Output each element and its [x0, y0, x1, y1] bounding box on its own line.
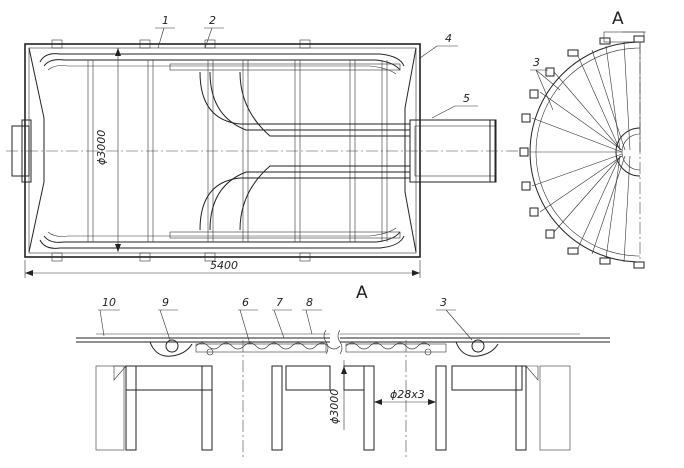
- callout-9: 9: [162, 296, 169, 309]
- tube-left: [165, 339, 179, 353]
- casing-outline: [24, 43, 421, 258]
- corrugated-strip-left: [195, 342, 341, 350]
- radial-tubes: [530, 41, 641, 263]
- view-label-a-bottom: A: [356, 283, 368, 303]
- callout-2: 2: [209, 14, 216, 27]
- callout-5: 5: [463, 92, 470, 105]
- callout-1: 1: [162, 14, 169, 27]
- callout-10: 10: [102, 296, 116, 309]
- callout-3-top: 3: [533, 56, 540, 69]
- support-members: [95, 365, 571, 451]
- dimension-diameter-main: ϕ3000: [95, 130, 108, 165]
- dimension-diameter-section: ϕ3000: [328, 389, 341, 424]
- callout-3-bottom: 3: [440, 296, 447, 309]
- callout-7: 7: [276, 296, 283, 309]
- dimension-tube-spec: ϕ28x3: [390, 388, 425, 401]
- callout-4: 4: [445, 32, 452, 45]
- dimension-length: 5400: [210, 259, 238, 272]
- section-view: A: [76, 283, 610, 460]
- end-view-a: A: [519, 9, 646, 269]
- main-side-view: ϕ3000 5400 1 2 4 5: [6, 14, 520, 278]
- corrugated-strip-right: [345, 342, 431, 350]
- callout-8: 8: [306, 296, 313, 309]
- callout-6: 6: [242, 296, 249, 309]
- view-label-a-top: A: [612, 9, 624, 29]
- tube-right: [471, 339, 485, 353]
